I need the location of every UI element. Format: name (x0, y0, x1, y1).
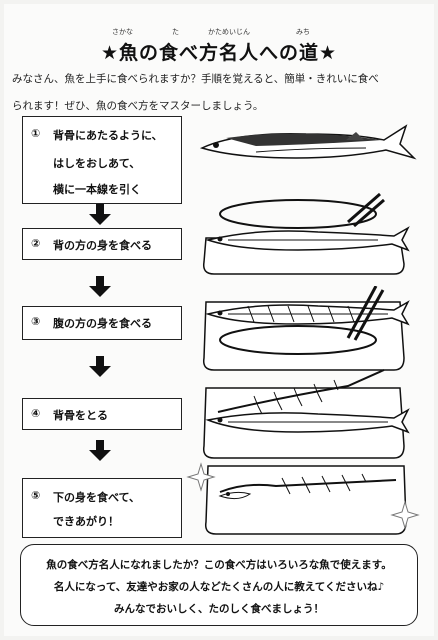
step-2-number: ② (31, 237, 41, 250)
title-ruby-katameijin: かためいじん (208, 28, 250, 36)
plate-fish-step-4-illustration (202, 369, 410, 459)
step-2-line-1: 背の方の身を食べる (53, 239, 152, 252)
step-1-line-1: 背骨にあたるように、 (53, 129, 163, 142)
arrow-down-icon (89, 276, 111, 297)
step-4-box: ④ 背骨をとる (22, 398, 182, 430)
whole-fish-illustration (199, 124, 417, 160)
step-5-line-1: 下の身を食べて、 (53, 491, 141, 504)
step-2-box: ② 背の方の身を食べる (22, 228, 182, 260)
intro-text: みなさん、魚を上手に食べられますか？手順を覚えると、簡単・きれいに食べ られます… (12, 66, 430, 120)
title-ruby-michi: みち (296, 28, 310, 36)
step-1-number: ① (31, 127, 41, 140)
step-1-box: ① 背骨にあたるように、 はしをおしあて、 横に一本線を引く (22, 116, 182, 204)
step-5-box: ⑤ 下の身を食べて、 できあがり！ (22, 478, 182, 538)
page-title: ★魚の食べ方名人への道★ (100, 42, 338, 64)
plate-fish-step-1-illustration (202, 192, 410, 275)
title-ruby-ta: た (172, 28, 179, 36)
plate-fish-step-3-illustration (202, 286, 410, 371)
intro-line-2: られます！ぜひ、魚の食べ方をマスターしましょう。 (12, 100, 264, 112)
closing-line-2: 名人になって、友達やお家の人などたくさんの人に教えてくださいね♪ (53, 581, 385, 593)
title-ruby-sakana: さかな (112, 28, 133, 36)
step-5-number: ⑤ (31, 489, 41, 502)
step-3-box: ③ 腹の方の身を食べる (22, 306, 182, 340)
intro-line-1: みなさん、魚を上手に食べられますか？手順を覚えると、簡単・きれいに食べ (12, 73, 379, 85)
closing-message-box: 魚の食べ方名人になれましたか？この食べ方はいろいろな魚で使えます。 名人になって… (20, 544, 418, 626)
arrow-down-icon (89, 440, 111, 461)
arrow-down-icon (89, 204, 111, 225)
step-5-line-2: できあがり！ (53, 515, 119, 528)
step-1-line-2: はしをおしあて、 (53, 157, 141, 170)
arrow-down-icon (89, 356, 111, 377)
closing-line-1: 魚の食べ方名人になれましたか？この食べ方はいろいろな魚で使えます。 (46, 559, 392, 571)
closing-line-3: みんなでおいしく、たのしく食べましょう！ (114, 603, 324, 615)
step-4-number: ④ (31, 407, 41, 420)
step-3-number: ③ (31, 315, 41, 328)
plate-fish-finished-illustration (186, 462, 420, 535)
step-4-line-1: 背骨をとる (53, 409, 108, 422)
step-1-line-3: 横に一本線を引く (53, 183, 141, 196)
step-3-line-1: 腹の方の身を食べる (53, 317, 152, 330)
